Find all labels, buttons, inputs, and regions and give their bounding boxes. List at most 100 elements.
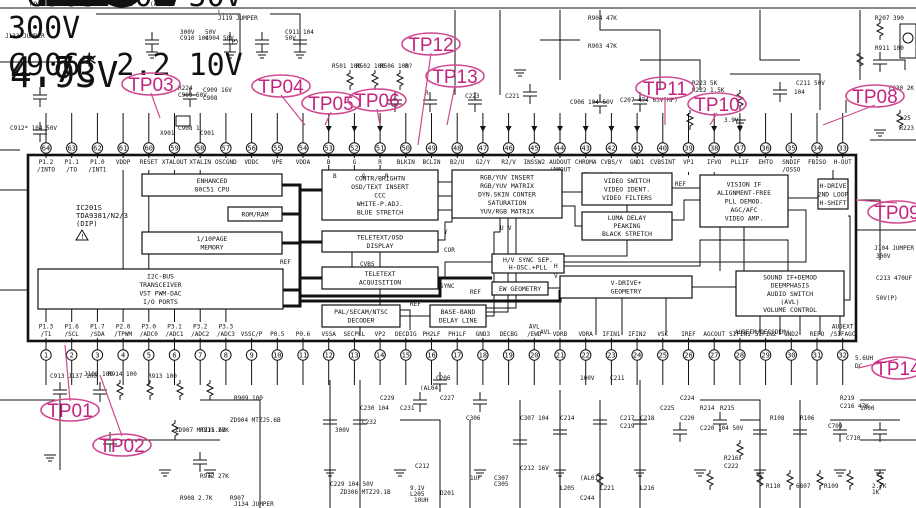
component-label: R223 <box>900 125 915 132</box>
pin-number: 19 <box>504 352 512 360</box>
block-label-line: 2ND LOOP <box>818 190 849 198</box>
signal-cor: COR <box>444 247 455 254</box>
pin-number: 22 <box>581 352 589 360</box>
component-label: 1000 <box>860 405 875 412</box>
wire <box>175 380 185 400</box>
component-label: C213 470UF <box>876 275 913 282</box>
test-point-tp14: TP14 <box>857 356 916 380</box>
signal-v: V <box>554 273 558 280</box>
pin-name: VSSC/P <box>241 331 263 338</box>
pin-number: 54 <box>299 145 307 153</box>
wire <box>700 399 761 508</box>
component-label: R904 47K <box>588 15 617 22</box>
wire <box>844 215 851 301</box>
pin-number: 57 <box>222 145 230 153</box>
component-label: C206 <box>436 375 451 382</box>
pin-name: /TPWM <box>114 331 132 338</box>
signal-g: G <box>362 173 366 180</box>
component-label: ZD907 MTZJ5.6B <box>175 427 226 434</box>
component-label: C709 <box>828 423 843 430</box>
pin-number: 31 <box>813 352 821 360</box>
pin-name: P3.2 <box>193 324 208 331</box>
component-label: C221 <box>505 93 520 100</box>
arrow-icon <box>557 126 563 132</box>
wire <box>759 10 800 61</box>
component-label: 10UH <box>414 497 429 504</box>
block-label-line: RGB/YUV MATRIX <box>480 182 534 190</box>
pin-name: /INT1 <box>88 167 106 174</box>
block-teletext-osd-box <box>321 230 439 253</box>
pin-name: PLLIF <box>731 159 749 166</box>
pin-number: 48 <box>453 145 461 153</box>
component-label: C908 1 <box>178 125 200 132</box>
component-label: C904 50V <box>205 35 234 42</box>
component-label: R905 1K <box>30 1 56 8</box>
block-label-line: YUV/RGB MATRIX <box>480 207 534 215</box>
test-point-oval <box>301 91 361 115</box>
component-label: C912* 104 50V <box>10 125 57 132</box>
component-label: C220 <box>680 415 695 422</box>
pin-number: 10 <box>273 352 281 360</box>
component-label: C217 <box>620 415 635 422</box>
pin-number: 20 <box>530 352 538 360</box>
component-label: R <box>425 90 429 97</box>
signal-ref4: REF <box>470 289 481 296</box>
pin-number: 60 <box>145 145 153 153</box>
pin-name: /SDA <box>90 331 105 338</box>
component-label: R911 27K <box>200 427 229 434</box>
block-video-switch-box <box>581 172 673 206</box>
block-label-line: SATURATION <box>488 199 527 207</box>
pin-number: 1 <box>44 352 48 360</box>
pin-name: IFIN2 <box>628 331 646 338</box>
wire <box>735 440 745 460</box>
component-label: C906 104 50V <box>570 99 614 106</box>
pin-number: 8 <box>224 352 228 360</box>
block-label-line: CCC <box>374 191 386 199</box>
block-label-line: H-OSC.+PLL <box>509 263 548 271</box>
test-point-leader <box>64 344 71 402</box>
component-label: 4.93V <box>10 55 118 96</box>
component-label: ZD306 MTZJ9.1B <box>340 489 391 496</box>
wire <box>438 261 492 279</box>
component-label: D201 <box>440 490 455 497</box>
pin-name: PH2LF <box>422 331 440 338</box>
pin-name: GND3 <box>476 331 491 338</box>
arrow-icon <box>711 126 718 132</box>
arrow-icon <box>608 126 615 132</box>
pin-number: 24 <box>633 352 641 360</box>
block-label-line: EW GEOMETRY <box>499 285 541 293</box>
component-label: R110 <box>766 483 781 490</box>
pin-name: RESET <box>140 159 158 166</box>
pin-name: VDRB <box>553 331 568 338</box>
wire <box>640 59 701 90</box>
component-label: 50V <box>205 29 216 36</box>
component-label: 5.6UH <box>855 355 873 362</box>
block-vision-if-box <box>699 174 789 228</box>
pin-name: PH1LF <box>448 331 466 338</box>
block-label-line: TELETEXT/OSD <box>357 234 403 242</box>
block-label-line: DEEMPHASIS <box>771 282 810 290</box>
block-label-line: I2C-BUS <box>147 273 174 281</box>
block-label-line: DECODER <box>348 317 375 325</box>
component-label: R215 <box>720 405 735 412</box>
pin-number: 26 <box>684 352 692 360</box>
component-label: C219 <box>620 423 635 430</box>
component-label: C906* 2.2 10V <box>8 48 243 83</box>
component-label: (P) <box>228 39 239 46</box>
component-label: R207 390 <box>875 15 904 22</box>
